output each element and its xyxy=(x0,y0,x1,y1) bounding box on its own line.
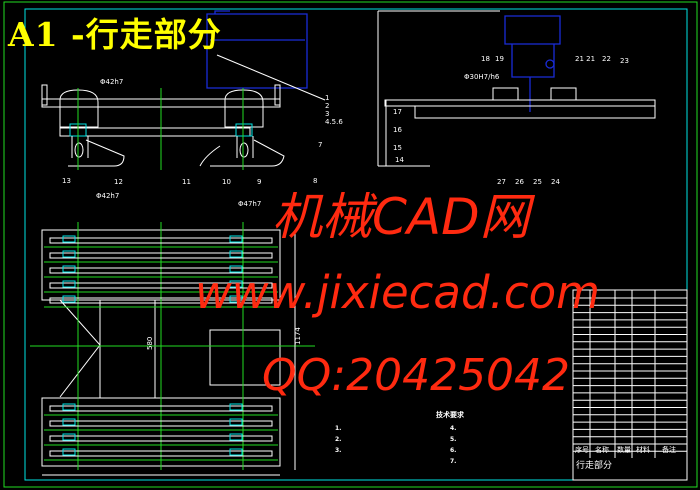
part-label: 8 xyxy=(313,177,317,185)
part-label: 17 xyxy=(393,108,402,116)
part-label: 24 xyxy=(551,178,560,186)
shaft-bar xyxy=(49,435,273,442)
part-label: 3 xyxy=(325,110,329,118)
tech-req-item xyxy=(335,456,450,467)
shaft-bar xyxy=(49,297,273,304)
part-label: 15 xyxy=(393,144,402,152)
outer-border xyxy=(3,1,698,488)
bearing-mark xyxy=(62,280,76,288)
dimension-label: Φ42h7 xyxy=(96,192,119,200)
bearing-mark xyxy=(229,265,243,273)
part-label: 13 xyxy=(62,177,71,185)
bearing-mark xyxy=(229,250,243,258)
table-header-cell: 数量 xyxy=(617,445,631,454)
bearing-mark xyxy=(62,433,76,441)
front-view xyxy=(41,10,326,170)
tech-req-item: 2. xyxy=(335,436,342,443)
bearing-mark xyxy=(229,448,243,456)
shaft-bar xyxy=(49,282,273,289)
watermark-url: www.jixiecad.com xyxy=(195,266,600,319)
shaft-bar xyxy=(49,405,273,412)
bearing-mark xyxy=(229,280,243,288)
table-header-cell: 备注 xyxy=(662,445,676,454)
tech-req-list: 1. 2. 3. 4. 5. 6. 7. xyxy=(335,423,565,467)
part-label: 9 xyxy=(257,178,261,186)
watermark-site-name: 机械CAD网 xyxy=(272,188,530,246)
part-labels: 1 2 3 4.5.6 7 8 9 10 11 12 13 Φ42h7 18 1… xyxy=(62,55,629,350)
part-label: 23 xyxy=(620,57,629,65)
shaft-bar xyxy=(49,267,273,274)
drawing-title: A1 -行走部分 xyxy=(8,15,222,54)
part-label: 22 xyxy=(602,55,611,63)
table-header-cell: 材料 xyxy=(636,445,650,454)
tech-req-heading: 技术要求 xyxy=(436,411,464,419)
parts-list-table: 序号 名称 数量 材料 备注 行走部分 xyxy=(572,289,688,481)
bearing-mark xyxy=(62,448,76,456)
bearing-mark xyxy=(229,295,243,303)
bearing-mark xyxy=(62,403,76,411)
table-rows xyxy=(573,297,687,452)
table-header-cell: 序号 xyxy=(575,445,589,454)
tech-req-item: 3. xyxy=(335,447,342,454)
part-label: 7 xyxy=(318,141,322,149)
bearing-mark xyxy=(229,433,243,441)
part-label: 26 xyxy=(515,178,524,186)
shaft-bar xyxy=(49,237,273,244)
dimension-label: Φ42h7 xyxy=(100,78,123,86)
part-label: 1 xyxy=(325,94,329,102)
bearing-mark xyxy=(229,403,243,411)
bearing-mark xyxy=(62,418,76,426)
tech-req-item: 7. xyxy=(450,458,457,465)
tech-req-item: 6. xyxy=(450,447,457,454)
inner-border xyxy=(24,8,688,481)
part-label: 21 21 xyxy=(575,55,595,63)
watermark-qq: QQ:20425042 xyxy=(262,350,571,401)
part-label: 14 xyxy=(395,156,404,164)
bearing-mark xyxy=(62,265,76,273)
shaft-bar xyxy=(49,420,273,427)
bearing-mark xyxy=(229,235,243,243)
part-label: 11 xyxy=(182,178,191,186)
engine-outline-front xyxy=(206,10,308,89)
part-label: 10 xyxy=(222,178,231,186)
dimension-label: Φ47h7 xyxy=(238,200,261,208)
bearing-mark xyxy=(62,235,76,243)
shaft-bar xyxy=(49,252,273,259)
bearing-mark xyxy=(229,418,243,426)
part-label: 18 xyxy=(481,55,490,63)
part-label: 27 xyxy=(497,178,506,186)
bearing-mark xyxy=(62,250,76,258)
engine-outline-side xyxy=(504,15,561,112)
shaft-bar xyxy=(49,450,273,457)
tech-req-item: 5. xyxy=(450,436,457,443)
technical-requirements: 技术要求 1. 2. 3. 4. 5. 6. 7. xyxy=(335,410,565,467)
plan-shaft-group xyxy=(44,235,278,461)
tech-req-item: 4. xyxy=(450,425,457,432)
part-label: 16 xyxy=(393,126,402,134)
dimension-label: 1174 xyxy=(294,327,302,345)
part-label: 4.5.6 xyxy=(325,118,343,126)
side-view xyxy=(377,10,656,167)
part-label: 12 xyxy=(114,178,123,186)
plan-view xyxy=(30,222,315,476)
bearing-mark xyxy=(62,295,76,303)
tech-req-item: 1. xyxy=(335,425,342,432)
part-label: 19 xyxy=(495,55,504,63)
title-block-name: 行走部分 xyxy=(576,459,612,471)
table-header-cell: 名称 xyxy=(595,445,609,454)
dimension-label: Φ30H7/h6 xyxy=(464,73,500,81)
part-label: 25 xyxy=(533,178,542,186)
part-label: 2 xyxy=(325,102,329,110)
dimension-label: 580 xyxy=(146,337,154,350)
